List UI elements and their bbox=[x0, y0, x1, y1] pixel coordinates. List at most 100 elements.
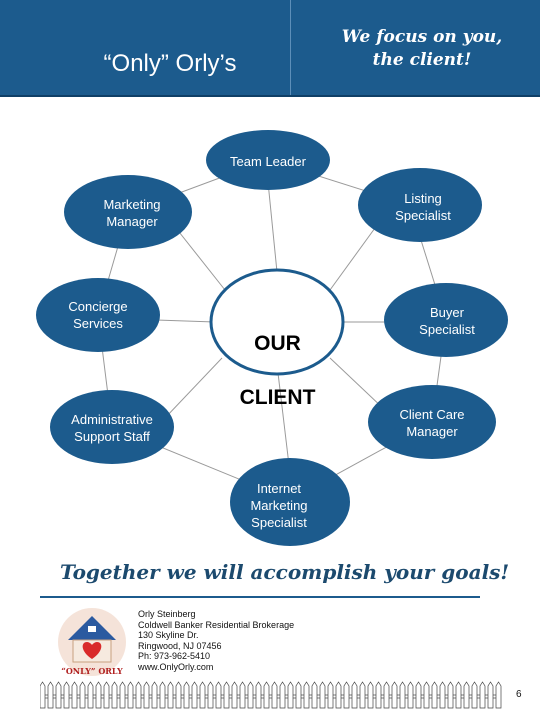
contact-website[interactable]: www.OnlyOrly.com bbox=[138, 661, 214, 672]
tagline-line: We focus on you, bbox=[341, 27, 503, 47]
fence-picket bbox=[159, 681, 166, 709]
node-marketing-manager bbox=[64, 175, 192, 249]
header-tagline: We focus on you, the client! bbox=[322, 26, 522, 72]
node-label-administrative-support-staff: Administrative Support Staff bbox=[71, 412, 153, 444]
center-label: OUR CLIENT bbox=[215, 303, 340, 438]
fence-picket bbox=[47, 681, 54, 709]
center-line: CLIENT bbox=[239, 386, 316, 409]
fence-picket bbox=[191, 681, 198, 709]
fence-picket bbox=[439, 681, 446, 709]
node-buyer-specialist bbox=[384, 283, 508, 357]
fence-picket bbox=[119, 681, 126, 709]
fence-picket bbox=[447, 681, 454, 709]
fence-picket bbox=[495, 681, 502, 709]
node-internet-marketing-specialist bbox=[230, 458, 350, 546]
center-line: OUR bbox=[254, 332, 301, 355]
fence-picket bbox=[295, 681, 302, 709]
house-heart-icon bbox=[58, 608, 126, 676]
node-team-leader bbox=[206, 130, 330, 190]
slogan: Together we will accomplish your goals! bbox=[60, 560, 510, 584]
fence-picket bbox=[143, 681, 150, 709]
fence-picket bbox=[327, 681, 334, 709]
node-client-care-manager bbox=[368, 385, 496, 459]
fence-picket bbox=[335, 681, 342, 709]
title-line: “Only” Orly’s bbox=[103, 50, 237, 77]
fence-picket bbox=[319, 681, 326, 709]
team-diagram bbox=[36, 130, 508, 546]
fence-picket bbox=[79, 681, 86, 709]
node-label-concierge-services: Concierge Services bbox=[68, 299, 128, 331]
fence-picket bbox=[271, 681, 278, 709]
fence-picket bbox=[215, 681, 222, 709]
contact-info: Orly Steinberg Coldwell Banker Residenti… bbox=[138, 609, 294, 672]
fence-picket bbox=[367, 681, 374, 709]
fence-picket bbox=[343, 681, 350, 709]
fence-picket bbox=[63, 681, 70, 709]
fence-picket bbox=[199, 681, 206, 709]
spoke-connector bbox=[329, 357, 386, 411]
header-banner: “Only” Orly’s Team of Experts We focus o… bbox=[0, 0, 540, 141]
node-label-marketing-manager: Marketing Manager bbox=[103, 197, 161, 229]
fence-picket bbox=[383, 681, 390, 709]
fence-picket bbox=[375, 681, 382, 709]
logo-text: “ONLY” ORLY bbox=[61, 666, 123, 676]
tagline-line: the client! bbox=[372, 50, 472, 70]
node-label-buyer-specialist: Buyer Specialist bbox=[419, 305, 475, 337]
spoke-connector bbox=[277, 372, 290, 466]
fence-picket bbox=[423, 681, 430, 709]
fence-picket bbox=[455, 681, 462, 709]
spoke-connector bbox=[164, 357, 223, 419]
fence-picket bbox=[103, 681, 110, 709]
spoke-connector bbox=[267, 181, 278, 273]
fence-picket bbox=[111, 681, 118, 709]
fence-picket bbox=[183, 681, 190, 709]
fence-picket bbox=[399, 681, 406, 709]
fence-picket bbox=[71, 681, 78, 709]
fence-picket bbox=[55, 681, 62, 709]
divider-rule bbox=[40, 596, 480, 598]
fence-picket bbox=[223, 681, 230, 709]
fence-picket bbox=[167, 681, 174, 709]
fence-picket bbox=[255, 681, 262, 709]
fence-picket bbox=[135, 681, 142, 709]
fence-picket bbox=[40, 681, 46, 709]
fence-picket bbox=[479, 681, 486, 709]
fence-picket bbox=[415, 681, 422, 709]
spoke-connector bbox=[329, 227, 376, 291]
fence-picket bbox=[175, 681, 182, 709]
fence-picket bbox=[239, 681, 246, 709]
fence-picket bbox=[407, 681, 414, 709]
logo: “ONLY” ORLY bbox=[58, 608, 126, 676]
fence-picket bbox=[303, 681, 310, 709]
fence-picket bbox=[431, 681, 438, 709]
picket-fence bbox=[40, 681, 502, 709]
contact-city: Ringwood, NJ 07456 bbox=[138, 640, 222, 651]
node-label-listing-specialist: Listing Specialist bbox=[395, 191, 451, 223]
fence-picket bbox=[391, 681, 398, 709]
fence-picket bbox=[127, 681, 134, 709]
contact-street: 130 Skyline Dr. bbox=[138, 630, 199, 640]
client-center-node bbox=[209, 268, 345, 376]
fence-picket bbox=[279, 681, 286, 709]
fence-picket bbox=[311, 681, 318, 709]
fence-picket bbox=[263, 681, 270, 709]
node-label-team-leader: Team Leader bbox=[230, 154, 306, 169]
node-listing-specialist bbox=[358, 168, 482, 242]
fence-picket bbox=[207, 681, 214, 709]
node-administrative-support-staff bbox=[50, 390, 174, 464]
fence-picket bbox=[359, 681, 366, 709]
contact-name: Orly Steinberg bbox=[138, 609, 196, 619]
fence-picket bbox=[231, 681, 238, 709]
fence-picket bbox=[95, 681, 102, 709]
contact-company: Coldwell Banker Residential Brokerage bbox=[138, 619, 295, 630]
node-concierge-services bbox=[36, 278, 160, 352]
spoke-connector bbox=[155, 319, 216, 323]
node-label-internet-marketing-specialist: Internet Marketing Specialist bbox=[250, 481, 308, 530]
page-number: 6 bbox=[516, 689, 522, 700]
fence-picket bbox=[287, 681, 294, 709]
fence-picket bbox=[471, 681, 478, 709]
fence-picket bbox=[87, 681, 94, 709]
header-divider bbox=[290, 0, 291, 95]
node-label-client-care-manager: Client Care Manager bbox=[399, 407, 465, 439]
fence-picket bbox=[487, 681, 494, 709]
